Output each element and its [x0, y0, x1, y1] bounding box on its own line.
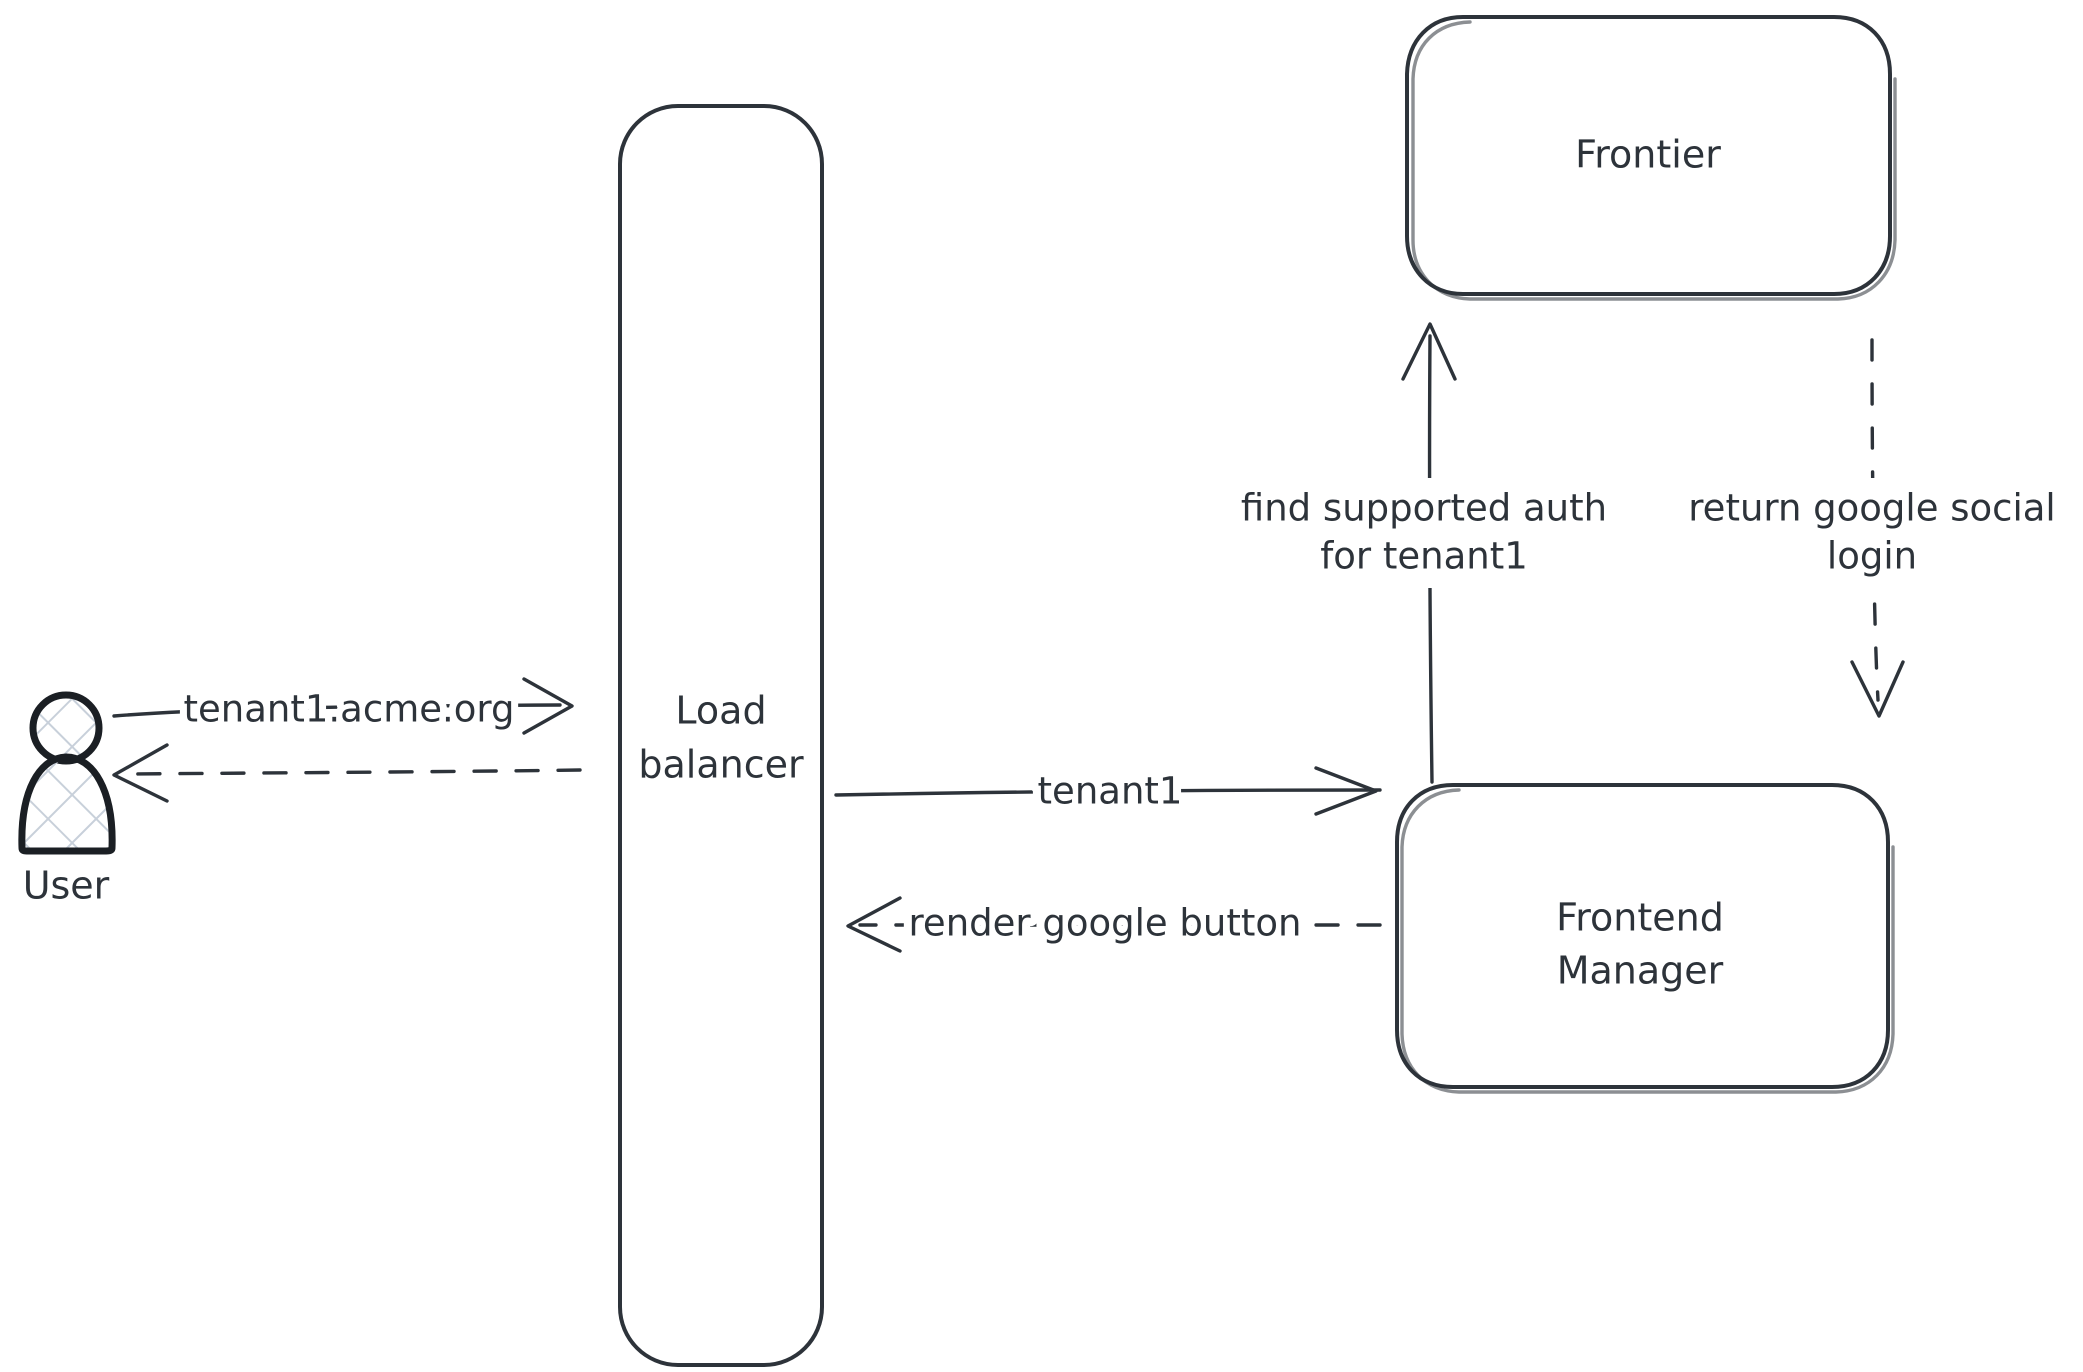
- actor-user-label: User: [23, 864, 110, 908]
- edge-lb-to-user-line: [128, 768, 582, 776]
- person-icon-head: [29, 691, 103, 765]
- node-frontier-shape-sketch: [1411, 20, 1897, 301]
- edge-fm-to-lb-label: render google button: [909, 902, 1302, 945]
- edge-fm-to-frontier-label-line1: find supported auth: [1241, 487, 1607, 530]
- person-icon-body: [18, 753, 116, 855]
- arrowhead-right: [522, 677, 574, 735]
- node-load-balancer-label-line1: Load: [675, 689, 766, 733]
- edge-frontier-to-fm-label-group: return google social login: [1667, 478, 2077, 588]
- edge-fm-to-frontier-label-line2: for tenant1: [1320, 535, 1528, 578]
- node-frontier-label: Frontier: [1575, 133, 1721, 177]
- node-load-balancer-shape: [618, 104, 824, 1367]
- edge-lb-to-fm[interactable]: [834, 766, 1382, 816]
- node-frontend-manager-shape-inner: [1395, 783, 1890, 1089]
- node-load-balancer-label-line2: balancer: [638, 743, 804, 787]
- node-frontend-manager[interactable]: Frontend Manager: [1395, 783, 1895, 1094]
- edge-lb-to-user[interactable]: [112, 743, 582, 803]
- arrowhead-right: [1314, 766, 1378, 816]
- node-frontier-shape-inner: [1405, 15, 1892, 296]
- node-frontend-manager-shape-sketch: [1400, 788, 1895, 1094]
- edge-user-to-lb[interactable]: [112, 677, 574, 735]
- edge-user-to-lb-line: [112, 703, 562, 718]
- arrowhead-down: [1850, 660, 1905, 718]
- edge-frontier-to-fm-label-line2: login: [1827, 535, 1917, 578]
- edge-frontier-to-fm-line: [1870, 338, 1880, 702]
- edge-lb-to-fm-label: tenant1: [1038, 770, 1183, 813]
- edge-lb-to-fm-line: [834, 788, 1382, 797]
- node-frontend-manager-label-line2: Manager: [1557, 949, 1724, 993]
- arrowhead-left: [112, 743, 169, 803]
- node-load-balancer[interactable]: Load balancer: [618, 104, 824, 1367]
- edge-user-to-lb-label: tenant1.acme.org: [184, 688, 515, 731]
- edge-fm-to-frontier-label-group: find supported auth for tenant1: [1215, 478, 1630, 588]
- actor-user[interactable]: User: [18, 691, 116, 908]
- edge-frontier-to-fm[interactable]: [1850, 338, 1905, 718]
- node-frontend-manager-label-line1: Frontend: [1556, 896, 1724, 940]
- edge-fm-to-lb[interactable]: [846, 896, 1382, 953]
- edge-frontier-to-fm-label-line1: return google social: [1688, 487, 2055, 530]
- arrowhead-left: [846, 896, 902, 953]
- arrowhead-up: [1401, 322, 1457, 381]
- node-frontier[interactable]: Frontier: [1405, 15, 1897, 301]
